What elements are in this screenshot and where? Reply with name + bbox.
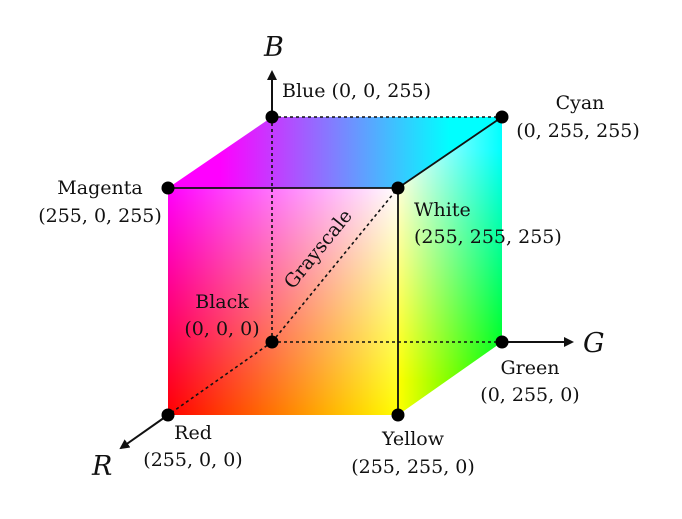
axis-letter-r: R xyxy=(91,451,112,482)
right-face-blue-overlay xyxy=(398,117,502,415)
visible-edges xyxy=(168,116,503,415)
vertex-blue xyxy=(265,110,279,124)
green-name: Green xyxy=(501,357,560,379)
vertex-green xyxy=(495,335,509,349)
hidden-edges xyxy=(167,116,502,416)
vertex-dots xyxy=(161,110,509,422)
axis-letter-b: B xyxy=(263,32,284,63)
top-face xyxy=(168,117,502,188)
vertex-white xyxy=(391,181,405,195)
magenta-value: (255, 0, 255) xyxy=(38,205,162,227)
vertex-yellow xyxy=(391,408,405,422)
cyan-name: Cyan xyxy=(556,92,605,114)
vertex-black xyxy=(265,335,279,349)
black-value: (0, 0, 0) xyxy=(184,318,259,340)
axis-letter-g: G xyxy=(583,328,605,359)
edge-white-cyan xyxy=(397,116,503,189)
vertex-cyan xyxy=(495,110,509,124)
red-name: Red xyxy=(174,422,212,444)
cube-faces xyxy=(168,117,502,415)
vertex-magenta xyxy=(161,181,175,195)
magenta-name: Magenta xyxy=(57,177,142,199)
green-value: (0, 255, 0) xyxy=(480,384,579,406)
axes xyxy=(119,70,574,450)
r-axis-arrow xyxy=(119,414,169,450)
vertex-red xyxy=(161,408,175,422)
blue-label: Blue (0, 0, 255) xyxy=(282,80,431,102)
black-name: Black xyxy=(195,291,249,313)
white-name: White xyxy=(414,199,471,221)
white-value: (255, 255, 255) xyxy=(414,226,562,248)
yellow-name: Yellow xyxy=(381,428,445,450)
front-face-blue-overlay xyxy=(168,188,398,415)
cyan-value: (0, 255, 255) xyxy=(516,120,640,142)
yellow-value: (255, 255, 0) xyxy=(351,456,475,478)
red-value: (255, 0, 0) xyxy=(143,449,242,471)
